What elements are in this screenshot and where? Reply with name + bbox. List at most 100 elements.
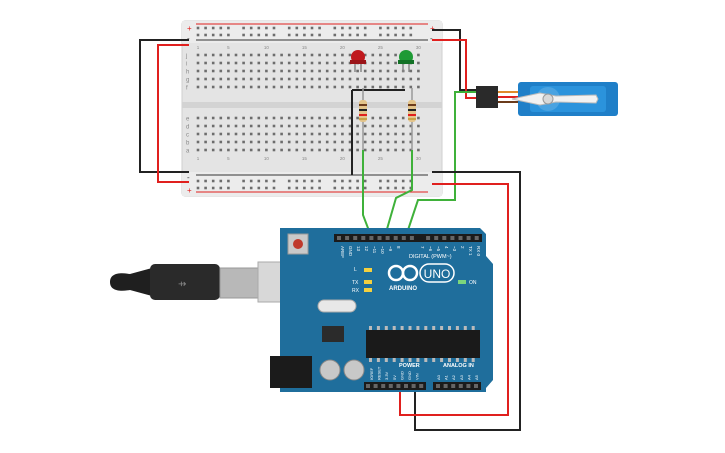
rail-hole xyxy=(196,33,200,37)
header-pin[interactable] xyxy=(442,236,447,240)
terminal-hole xyxy=(394,53,397,57)
terminal-hole xyxy=(265,77,268,81)
rail-hole xyxy=(219,186,223,190)
terminal-hole xyxy=(341,77,344,81)
header-pin[interactable] xyxy=(361,236,366,240)
terminal-hole xyxy=(371,148,375,152)
terminal-hole xyxy=(348,85,352,89)
rail-hole xyxy=(379,26,382,30)
terminal-hole xyxy=(249,77,253,81)
rail-plus-label: + xyxy=(187,24,192,33)
header-pin[interactable] xyxy=(337,236,341,240)
resistor-1[interactable] xyxy=(359,88,367,150)
header-pin[interactable] xyxy=(458,384,463,388)
header-pin[interactable] xyxy=(353,236,358,240)
wire-black-servo[interactable] xyxy=(432,29,480,91)
terminal-hole xyxy=(333,69,337,73)
terminal-hole xyxy=(211,77,215,81)
header-pin[interactable] xyxy=(411,384,416,388)
rail-hole xyxy=(379,179,382,183)
terminal-hole xyxy=(310,132,314,136)
wire-green-led-green[interactable] xyxy=(384,150,413,237)
uno-badge xyxy=(419,263,455,283)
rail-hole xyxy=(348,186,352,190)
terminal-hole xyxy=(242,116,245,120)
header-pin[interactable] xyxy=(451,384,456,388)
chip-leg xyxy=(424,358,428,362)
rail-hole xyxy=(265,186,268,190)
terminal-hole xyxy=(280,140,283,144)
header-pin[interactable] xyxy=(434,236,439,240)
rail-hole xyxy=(303,179,306,183)
terminal-hole xyxy=(272,53,276,57)
terminal-hole xyxy=(196,132,200,136)
wire-red-servo[interactable] xyxy=(432,39,480,99)
terminal-hole xyxy=(257,140,261,144)
servo-connector xyxy=(476,86,498,108)
header-pin[interactable] xyxy=(443,384,448,388)
terminal-hole xyxy=(196,53,200,57)
arduino-uno[interactable]: UNO ARDUINO DIGITAL (PWM~) ON L TX RX PO… xyxy=(270,228,493,392)
header-pin[interactable] xyxy=(377,236,382,240)
header-pin[interactable] xyxy=(401,236,406,240)
terminal-hole xyxy=(234,61,238,65)
terminal-hole xyxy=(196,85,200,89)
terminal-hole xyxy=(310,85,314,89)
wire-red-5v[interactable] xyxy=(399,183,509,416)
header-pin[interactable] xyxy=(466,236,471,240)
header-pin[interactable] xyxy=(396,384,401,388)
header-pin[interactable] xyxy=(474,384,478,388)
terminal-hole xyxy=(234,77,238,81)
terminal-hole xyxy=(234,140,238,144)
led-green[interactable] xyxy=(398,50,414,72)
rail-hole xyxy=(257,26,261,30)
header-pin[interactable] xyxy=(373,384,378,388)
terminal-hole xyxy=(242,148,245,152)
header-pin[interactable] xyxy=(366,384,370,388)
header-pin[interactable] xyxy=(393,236,398,240)
terminal-hole xyxy=(303,85,306,89)
terminal-hole xyxy=(249,132,253,136)
header-pin[interactable] xyxy=(419,384,424,388)
arduino-label: ARDUINO xyxy=(389,286,417,292)
header-pin[interactable] xyxy=(388,384,393,388)
header-pin[interactable] xyxy=(450,236,455,240)
wire-red-left[interactable] xyxy=(157,44,189,183)
header-pin[interactable] xyxy=(369,236,374,240)
terminal-hole xyxy=(265,61,268,65)
col-number: 10 xyxy=(264,156,270,161)
rail-hole xyxy=(219,33,223,37)
power-label: POWER xyxy=(399,363,420,369)
header-pin[interactable] xyxy=(409,236,414,240)
chip-leg xyxy=(448,358,451,362)
resistor-2[interactable] xyxy=(408,88,416,150)
led-red[interactable] xyxy=(350,50,366,72)
col-number: 5 xyxy=(227,156,230,161)
header-pin[interactable] xyxy=(404,384,408,388)
header-pin[interactable] xyxy=(385,236,390,240)
header-pin[interactable] xyxy=(426,236,431,240)
terminal-hole xyxy=(318,77,321,81)
header-pin[interactable] xyxy=(436,384,440,388)
terminal-hole xyxy=(303,69,306,73)
analog-pin-label: A4 xyxy=(466,374,471,380)
terminal-hole xyxy=(242,53,245,57)
wire-black-left[interactable] xyxy=(139,39,189,173)
header-pin[interactable] xyxy=(345,236,350,240)
header-pin[interactable] xyxy=(474,236,479,240)
terminal-hole xyxy=(272,148,276,152)
wire-green-servo-signal[interactable] xyxy=(405,91,480,237)
row-letter: i xyxy=(186,62,187,68)
terminal-hole xyxy=(265,85,268,89)
terminal-hole xyxy=(242,69,245,73)
header-pin[interactable] xyxy=(458,236,463,240)
usb-cable[interactable]: ⇸ xyxy=(110,261,309,303)
servo-horn[interactable] xyxy=(511,92,599,106)
terminal-hole xyxy=(272,140,276,144)
servo-motor[interactable] xyxy=(476,82,618,116)
terminal-hole xyxy=(280,77,283,81)
header-pin[interactable] xyxy=(381,384,386,388)
power-header xyxy=(364,382,426,390)
header-pin[interactable] xyxy=(466,384,471,388)
